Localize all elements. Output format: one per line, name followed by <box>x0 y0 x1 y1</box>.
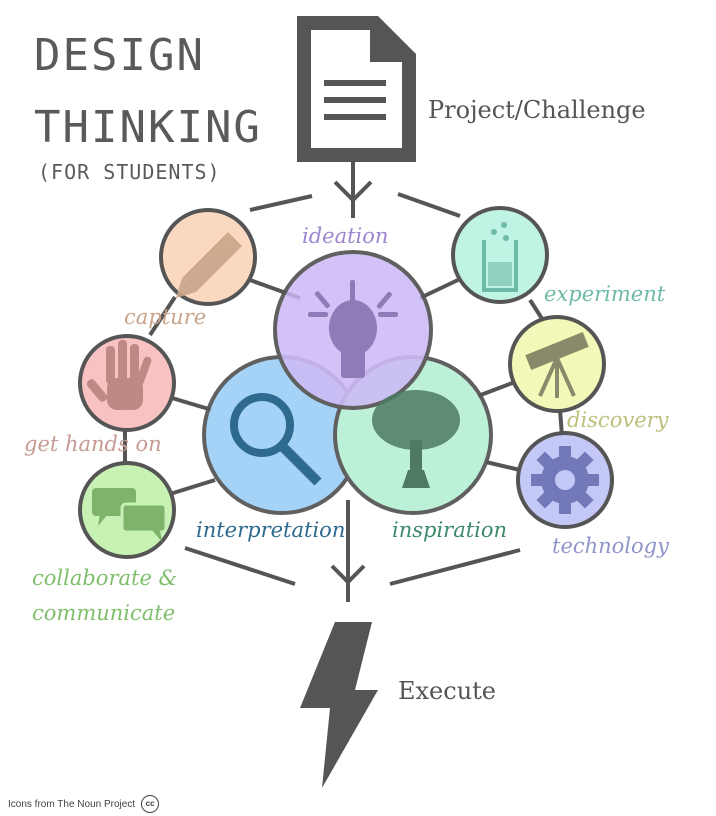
chat-bubbles-icon <box>92 488 168 542</box>
capture-label: capture <box>124 305 207 329</box>
magnifier-icon <box>230 393 322 486</box>
pencil-icon <box>176 232 242 298</box>
credit-line: Icons from The Noun Project cc <box>8 795 160 813</box>
interpretation-label: interpretation <box>196 518 346 542</box>
experiment-circle <box>451 206 549 304</box>
discovery-label: discovery <box>567 408 669 432</box>
beaker-icon <box>482 222 518 292</box>
title-subtitle: (FOR STUDENTS) <box>38 160 221 184</box>
collaborate-label: collaborate & <box>32 566 178 590</box>
experiment-label: experiment <box>544 282 666 306</box>
title-line-1: DESIGN <box>34 30 205 81</box>
title-line-2: THINKING <box>34 102 262 153</box>
document-icon <box>297 16 416 162</box>
connector-lines <box>123 160 564 602</box>
communicate-label: communicate <box>32 601 176 625</box>
cc-badge-icon: cc <box>141 795 160 813</box>
lightning-icon <box>300 622 378 788</box>
gear-icon <box>531 446 599 514</box>
hand-icon <box>86 340 152 410</box>
tree-icon <box>372 390 460 488</box>
ideation-label: ideation <box>302 224 389 248</box>
lightbulb-icon <box>308 280 398 378</box>
credit-text: Icons from The Noun Project <box>8 798 136 810</box>
technology-label: technology <box>552 534 669 558</box>
execute-label: Execute <box>398 677 497 705</box>
telescope-icon <box>525 331 589 398</box>
inspiration-label: inspiration <box>392 518 508 542</box>
get-hands-on-label: get hands on <box>24 432 162 456</box>
project-challenge-label: Project/Challenge <box>428 96 646 124</box>
